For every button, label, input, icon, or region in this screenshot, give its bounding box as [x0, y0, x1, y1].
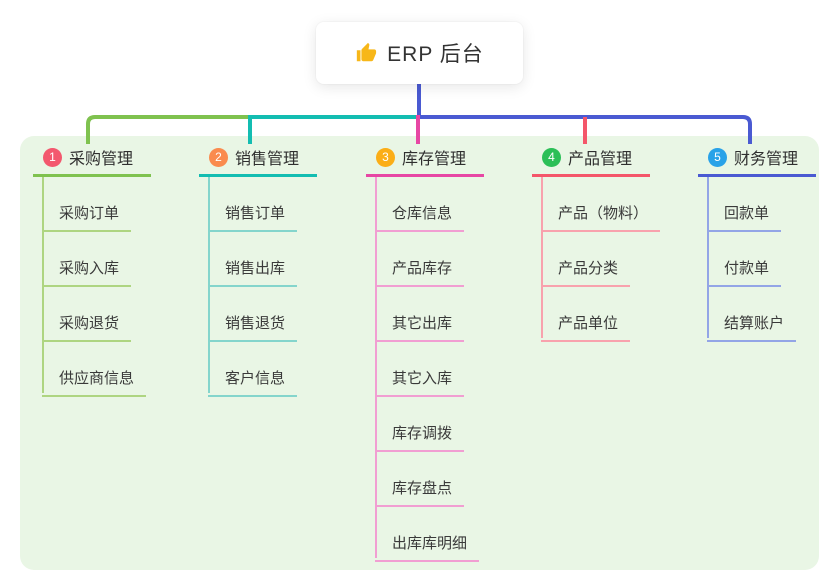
child-item[interactable]: 出库库明细: [375, 507, 480, 562]
branches-panel: [20, 136, 819, 570]
child-item-label: 销售退货: [208, 312, 298, 342]
child-item[interactable]: 供应商信息: [42, 342, 147, 397]
branch-column-3: 3 库存管理仓库信息产品库存其它出库其它入库库存调拨库存盘点出库库明细: [366, 146, 485, 562]
child-connector-line: [375, 177, 377, 558]
child-item[interactable]: 采购入库: [42, 232, 146, 287]
branch-children: 仓库信息产品库存其它出库其它入库库存调拨库存盘点出库库明细: [375, 177, 480, 562]
child-item-label: 采购入库: [42, 257, 132, 287]
branch-number-badge: 4: [542, 147, 561, 167]
child-connector-line: [541, 177, 543, 338]
branch-number-badge: 5: [708, 147, 727, 167]
child-item-label: 客户信息: [208, 367, 298, 397]
child-item-label: 产品库存: [375, 257, 465, 287]
child-item[interactable]: 付款单: [707, 232, 796, 287]
child-item[interactable]: 销售出库: [208, 232, 298, 287]
child-item[interactable]: 产品库存: [375, 232, 479, 287]
branch-column-5: 5 财务管理回款单付款单结算账户: [698, 146, 817, 342]
child-item-label: 销售出库: [208, 257, 298, 287]
child-item[interactable]: 产品分类: [541, 232, 660, 287]
branch-label: 产品管理: [568, 151, 633, 168]
child-item[interactable]: 结算账户: [707, 287, 797, 342]
child-item[interactable]: 产品单位: [541, 287, 660, 342]
branch-children: 采购订单采购入库采购退货供应商信息: [42, 177, 147, 397]
child-item[interactable]: 仓库信息: [375, 177, 479, 232]
child-item-label: 结算账户: [707, 312, 797, 342]
branch-column-4: 4 产品管理产品（物料） 产品分类产品单位: [532, 146, 661, 342]
branch-number-badge: 3: [376, 147, 395, 167]
child-item-label: 产品单位: [541, 312, 631, 342]
child-item-label: 产品（物料）: [541, 202, 661, 232]
child-connector-line: [208, 177, 210, 393]
child-item-label: 回款单: [707, 202, 782, 232]
child-item[interactable]: 其它入库: [375, 342, 479, 397]
child-item[interactable]: 库存盘点: [375, 452, 479, 507]
child-item-label: 仓库信息: [375, 202, 465, 232]
branch-label: 库存管理: [402, 151, 467, 168]
child-item[interactable]: 库存调拨: [375, 397, 479, 452]
child-item[interactable]: 产品（物料）: [541, 177, 661, 232]
branch-header-4[interactable]: 4 产品管理: [532, 146, 651, 177]
child-item[interactable]: 回款单: [707, 177, 796, 232]
branch-header-2[interactable]: 2 销售管理: [199, 146, 318, 177]
branch-label: 财务管理: [734, 151, 799, 168]
branch-header-3[interactable]: 3 库存管理: [366, 146, 485, 177]
branch-header-5[interactable]: 5 财务管理: [698, 146, 817, 177]
child-item-label: 出库库明细: [375, 532, 480, 562]
branch-column-1: 1 采购管理采购订单采购入库采购退货供应商信息: [33, 146, 152, 397]
branch-header-1[interactable]: 1 采购管理: [33, 146, 152, 177]
child-item-label: 付款单: [707, 257, 782, 287]
branch-label: 销售管理: [235, 151, 300, 168]
child-connector-line: [707, 177, 709, 338]
child-item-label: 产品分类: [541, 257, 631, 287]
child-item[interactable]: 客户信息: [208, 342, 298, 397]
branch-children: 产品（物料） 产品分类产品单位: [541, 177, 661, 342]
root-node-label: ERP 后台: [387, 43, 484, 66]
child-item-label: 库存调拨: [375, 422, 465, 452]
branch-children: 销售订单销售出库销售退货客户信息: [208, 177, 298, 397]
branch-children: 回款单付款单结算账户: [707, 177, 797, 342]
branch-column-2: 2 销售管理销售订单销售出库销售退货客户信息: [199, 146, 318, 397]
child-item[interactable]: 采购退货: [42, 287, 146, 342]
child-item-label: 库存盘点: [375, 477, 465, 507]
child-item[interactable]: 销售退货: [208, 287, 298, 342]
child-item-label: 其它入库: [375, 367, 465, 397]
branch-number-badge: 2: [209, 147, 228, 167]
child-item-label: 销售订单: [208, 202, 298, 232]
child-item-label: 采购订单: [42, 202, 132, 232]
child-item-label: 采购退货: [42, 312, 132, 342]
branch-label: 采购管理: [69, 151, 134, 168]
child-item[interactable]: 销售订单: [208, 177, 298, 232]
thumbs-up-icon: [355, 42, 377, 64]
root-node[interactable]: ERP 后台: [316, 22, 523, 84]
child-connector-line: [42, 177, 44, 393]
child-item-label: 其它出库: [375, 312, 465, 342]
child-item[interactable]: 其它出库: [375, 287, 479, 342]
branch-number-badge: 1: [43, 147, 62, 167]
child-item-label: 供应商信息: [42, 367, 147, 397]
child-item[interactable]: 采购订单: [42, 177, 146, 232]
